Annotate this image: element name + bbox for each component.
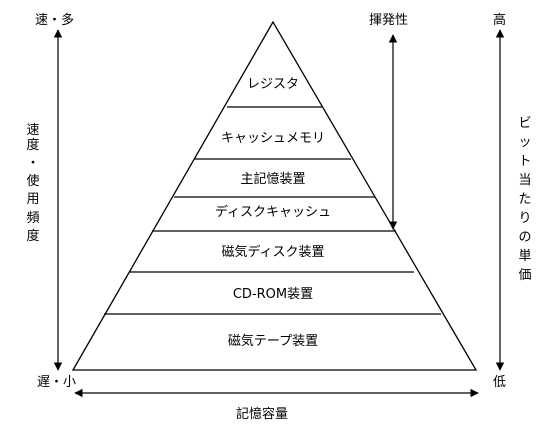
right-bottom-label: 低	[493, 375, 506, 390]
right-axis-char: 価	[518, 268, 531, 283]
left-top-label: 速・多	[35, 12, 74, 28]
level-label-magnetic-disk: 磁気ディスク装置	[221, 244, 324, 260]
right-axis-char: の	[518, 230, 531, 245]
right-axis-char: た	[518, 192, 531, 207]
left-axis-char: 使	[26, 173, 39, 189]
level-label-cdrom: CD-ROM装置	[233, 287, 313, 302]
right-axis-char: ト	[518, 154, 531, 169]
level-label-disk-cache: ディスクキャッシュ	[215, 204, 331, 220]
capacity-label: 記憶容量	[236, 406, 288, 422]
left-axis-char: ・	[26, 156, 39, 171]
level-label-main-memory: 主記憶装置	[240, 171, 305, 187]
level-label-register: レジスタ	[247, 77, 299, 92]
left-axis-char: 速	[26, 123, 39, 138]
right-axis-char: ビ	[518, 116, 531, 131]
right-axis-char: り	[518, 211, 531, 226]
volatility-label: 揮発性	[369, 13, 408, 28]
left-axis-char: 用	[26, 192, 39, 207]
left-axis-char: 度	[26, 137, 39, 153]
level-label-cache-memory: キャッシュメモリ	[221, 131, 325, 146]
right-axis-char: 当	[518, 173, 531, 188]
level-label-magnetic-tape: 磁気テープ装置	[228, 333, 318, 349]
left-axis-char: 頻	[26, 211, 39, 226]
right-axis-char: 単	[518, 248, 531, 264]
right-top-label: 高	[493, 12, 506, 28]
left-axis-char: 度	[26, 228, 39, 244]
pyramid-outline	[71, 20, 478, 371]
left-bottom-label: 遅・小	[37, 375, 76, 390]
right-axis-char: ッ	[518, 135, 531, 150]
